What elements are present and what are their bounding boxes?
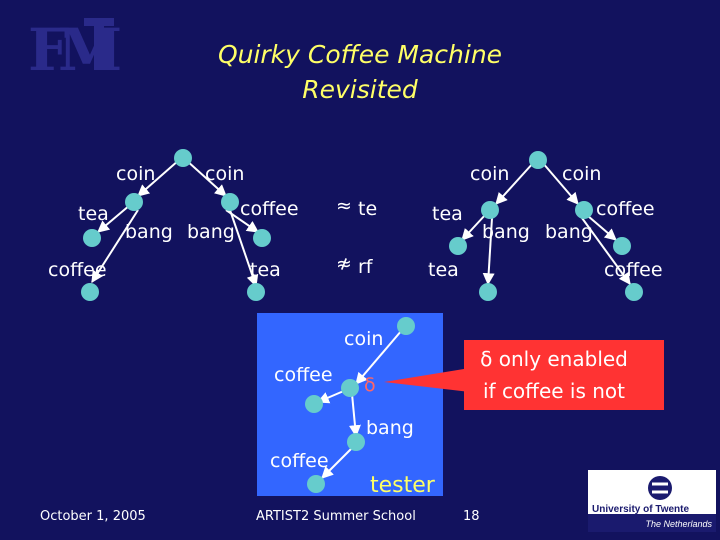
tester-box bbox=[257, 313, 443, 496]
node-tester-root bbox=[397, 317, 415, 335]
edge-right-bang1 bbox=[482, 217, 495, 286]
label-tester-coffee1: coffee bbox=[274, 364, 333, 386]
edge-tester-coffee1 bbox=[316, 389, 347, 404]
label-right-coffee: coffee bbox=[596, 198, 655, 220]
edge-tester-coffee2 bbox=[321, 445, 355, 479]
edge-right-bang2 bbox=[581, 217, 631, 285]
edge-left-bang1 bbox=[91, 209, 139, 284]
edge-tester-coin bbox=[355, 329, 403, 385]
approx-label: te bbox=[358, 198, 377, 220]
footer-page-number: 18 bbox=[463, 509, 480, 524]
left-process-tree: coin coin tea bang bang coffee coffee te… bbox=[48, 149, 299, 301]
node-right-a2 bbox=[479, 283, 497, 301]
label-left-coin2: coin bbox=[205, 163, 244, 185]
not-approx-symbol: ≉ bbox=[336, 253, 352, 275]
callout-line-1: δ only enabled bbox=[480, 347, 628, 371]
svg-text:M: M bbox=[58, 16, 122, 84]
edge-left-coin1 bbox=[137, 159, 180, 197]
university-country: The Netherlands bbox=[645, 519, 712, 529]
edge-left-coin2 bbox=[185, 159, 227, 197]
label-left-bang1: bang bbox=[125, 221, 173, 243]
title-line-2: Revisited bbox=[302, 75, 418, 104]
label-right-bang1: bang bbox=[482, 221, 530, 243]
label-tester-coin: coin bbox=[344, 328, 383, 350]
node-right-root bbox=[529, 151, 547, 169]
footer-date: October 1, 2005 bbox=[40, 509, 146, 524]
callout-pointer bbox=[384, 368, 470, 392]
university-logo: University of Twente The Netherlands bbox=[588, 470, 716, 532]
edge-right-coffee bbox=[587, 215, 617, 241]
node-left-b2 bbox=[247, 283, 265, 301]
edge-left-tea bbox=[97, 204, 131, 233]
svg-text:F: F bbox=[28, 16, 69, 84]
tester-label: tester bbox=[370, 473, 436, 498]
label-tester-bang: bang bbox=[366, 417, 414, 439]
right-process-tree: coin coin tea bang bang coffee tea coffe… bbox=[428, 151, 663, 301]
node-right-b bbox=[575, 201, 593, 219]
node-left-a bbox=[125, 193, 143, 211]
callout-box bbox=[464, 340, 664, 410]
label-tester-delta: δ bbox=[364, 374, 376, 396]
university-name: University of Twente bbox=[592, 504, 689, 515]
node-right-a1 bbox=[449, 237, 467, 255]
node-left-a2 bbox=[81, 283, 99, 301]
node-left-b1 bbox=[253, 229, 271, 247]
node-right-b2 bbox=[625, 283, 643, 301]
label-right-bang2: bang bbox=[545, 221, 593, 243]
callout: δ only enabled if coffee is not bbox=[384, 340, 664, 410]
label-right-tea-left: tea bbox=[428, 259, 459, 281]
label-left-coffee-right: coffee bbox=[240, 198, 299, 220]
edge-left-bang2 bbox=[229, 209, 259, 288]
label-left-tea: tea bbox=[78, 203, 109, 225]
node-right-b1 bbox=[613, 237, 631, 255]
callout-line-2: if coffee is not bbox=[483, 379, 625, 403]
edge-right-coin1 bbox=[495, 161, 535, 205]
fmt-logo: F M bbox=[28, 16, 122, 84]
label-right-coin1: coin bbox=[470, 163, 509, 185]
label-right-tea: tea bbox=[432, 203, 463, 225]
node-left-root bbox=[174, 149, 192, 167]
title-line-1: Quirky Coffee Machine bbox=[218, 40, 502, 69]
footer-event: ARTIST2 Summer School bbox=[256, 509, 416, 524]
edge-right-tea bbox=[461, 213, 487, 241]
node-tester-a1 bbox=[305, 395, 323, 413]
label-tester-coffee2: coffee bbox=[270, 450, 329, 472]
label-left-tea-right: tea bbox=[250, 259, 281, 281]
node-tester-a bbox=[341, 379, 359, 397]
tester-panel: coin coffee δ bang coffee tester bbox=[257, 313, 443, 498]
label-left-coffee-left: coffee bbox=[48, 259, 107, 281]
not-approx-label: rf bbox=[358, 256, 374, 278]
node-left-a1 bbox=[83, 229, 101, 247]
edge-right-coin2 bbox=[541, 161, 579, 205]
edge-tester-bang bbox=[349, 393, 361, 438]
node-tester-b1 bbox=[307, 475, 325, 493]
label-left-bang2: bang bbox=[187, 221, 235, 243]
label-left-coin1: coin bbox=[116, 163, 155, 185]
label-right-coin2: coin bbox=[562, 163, 601, 185]
approx-symbol: ≈ bbox=[336, 195, 352, 217]
node-left-b bbox=[221, 193, 239, 211]
university-emblem-icon bbox=[648, 476, 672, 500]
label-right-coffee-2: coffee bbox=[604, 259, 663, 281]
node-tester-b bbox=[347, 433, 365, 451]
node-right-a bbox=[481, 201, 499, 219]
relations: ≈ te ≉ rf bbox=[336, 195, 377, 278]
